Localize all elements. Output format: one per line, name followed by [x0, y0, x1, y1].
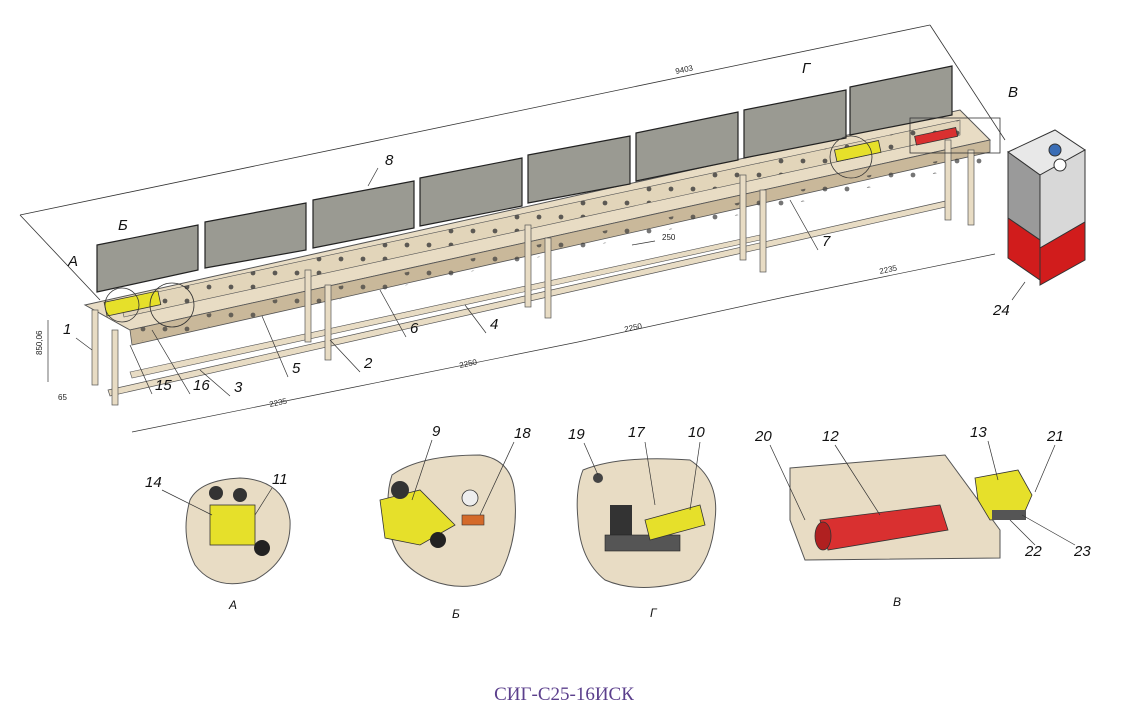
- view-label-A: А: [67, 253, 78, 270]
- part-label-5: 5: [292, 360, 301, 377]
- detail-B-caption: Б: [452, 607, 460, 621]
- dim-span-2: 2250: [459, 357, 479, 370]
- part-label-1: 1: [63, 321, 71, 338]
- dimension-lines: [47, 240, 996, 433]
- detail-G-label-10: 10: [688, 424, 705, 441]
- drawing-title: СИГ-С25-16ИСК: [494, 684, 634, 705]
- dim-hole-pitch: 250: [662, 233, 676, 242]
- detail-G-label-19: 19: [568, 426, 585, 443]
- dim-span-4: 2235: [879, 263, 899, 276]
- detail-view-G: 19 17 10 Г: [568, 424, 717, 620]
- part-label-6: 6: [410, 320, 419, 337]
- stand-fixtures: [103, 117, 1001, 328]
- part-label-7: 7: [822, 233, 831, 250]
- detail-V-label-23: 23: [1073, 543, 1091, 560]
- detail-V-label-13: 13: [970, 424, 987, 441]
- detail-B-label-18: 18: [514, 425, 531, 442]
- part-label-16: 16: [193, 377, 210, 394]
- overall-dimension: [19, 24, 1006, 301]
- detail-V-label-20: 20: [754, 428, 772, 445]
- part-label-4: 4: [490, 316, 498, 333]
- display-panels: [96, 65, 953, 293]
- detail-view-V: 20 12 13 21 22 23 В: [754, 424, 1091, 609]
- detail-G-caption: Г: [650, 606, 658, 620]
- detail-V-label-21: 21: [1046, 428, 1064, 445]
- detail-A-caption: А: [228, 598, 237, 612]
- view-label-G: Г: [802, 60, 812, 77]
- detail-V-caption: В: [893, 595, 901, 609]
- dim-overall: 9403: [675, 63, 695, 76]
- part-label-2: 2: [363, 355, 373, 372]
- detail-V-label-12: 12: [822, 428, 839, 445]
- part-label-24: 24: [992, 302, 1010, 319]
- dim-height: 850,06: [35, 330, 44, 355]
- leader-lines: [75, 167, 1026, 397]
- view-label-B: Б: [118, 217, 128, 234]
- part-label-8: 8: [385, 152, 394, 169]
- detail-view-B: 9 18 Б: [379, 423, 531, 621]
- part-labels: 1 2 3 4 5 6 7 8 15 16 24 А Б Г В: [63, 60, 1018, 396]
- detail-G-label-17: 17: [628, 424, 645, 441]
- detail-view-A: 14 11 А: [145, 471, 291, 612]
- detail-A-label-14: 14: [145, 474, 162, 491]
- dim-depth: 65: [58, 393, 67, 402]
- detail-A-label-11: 11: [272, 471, 288, 488]
- dim-span-3: 2250: [624, 321, 644, 334]
- stand-frame: [83, 109, 991, 406]
- detail-B-label-9: 9: [432, 423, 441, 440]
- hydraulic-station: [1007, 129, 1086, 286]
- detail-V-label-22: 22: [1024, 543, 1042, 560]
- part-label-3: 3: [234, 379, 243, 396]
- view-label-V: В: [1008, 84, 1018, 101]
- part-label-15: 15: [155, 377, 172, 394]
